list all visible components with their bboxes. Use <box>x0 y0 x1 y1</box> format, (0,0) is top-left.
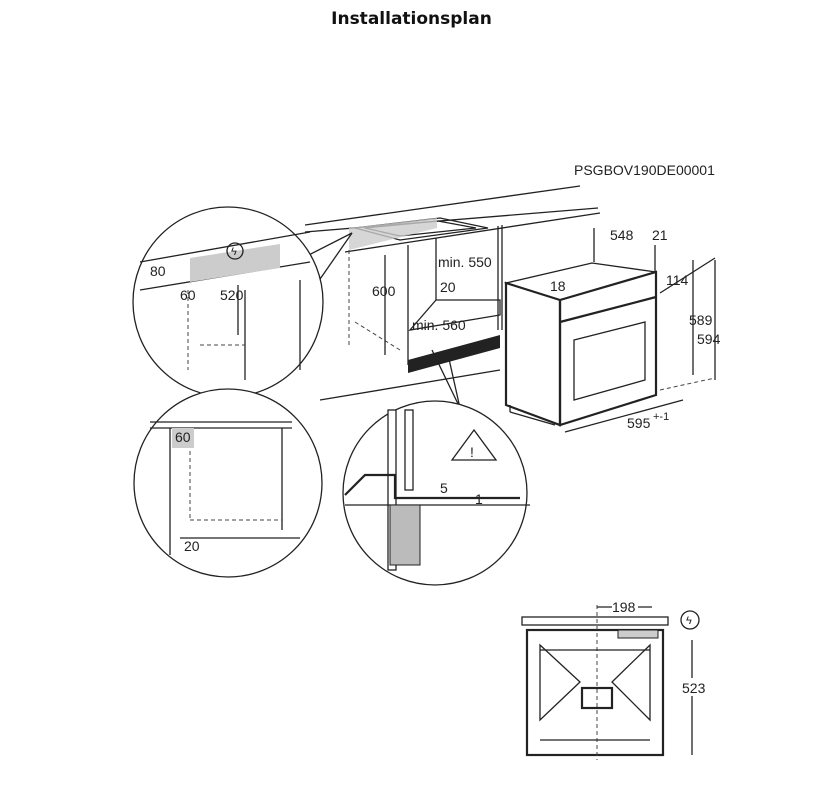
rear-view: ϟ 198 523 <box>521 598 710 760</box>
cabinet: 600 min. 550 20 min. 560 <box>348 225 503 373</box>
dim-198: 198 <box>612 599 636 615</box>
dim-60-bottom: 60 <box>175 429 191 445</box>
dim-60: 60 <box>180 287 196 303</box>
dim-114: 114 <box>666 272 689 288</box>
dim-min-560: min. 560 <box>412 317 466 333</box>
dim-min-550: min. 550 <box>438 254 492 270</box>
dim-589: 589 <box>689 312 713 328</box>
dim-595-tolerance: +-1 <box>653 411 669 423</box>
dim-5: 5 <box>440 480 448 496</box>
dim-594: 594 <box>697 331 721 347</box>
dim-523: 523 <box>682 680 706 696</box>
dim-20: 20 <box>440 279 456 295</box>
detail-bottom-mid: ! 5 1 <box>342 400 530 586</box>
dim-548: 548 <box>610 227 634 243</box>
dim-80: 80 <box>150 263 166 279</box>
page-title: Installationsplan <box>331 9 492 29</box>
dim-21: 21 <box>652 227 668 243</box>
rear-electrical-icon: ϟ <box>686 615 692 627</box>
hob <box>349 217 489 250</box>
dim-595: 595 <box>627 415 651 431</box>
detail-bottom-left: 60 20 <box>133 388 323 578</box>
dim-1: 1 <box>475 491 483 507</box>
dim-20-bottom: 20 <box>184 538 200 554</box>
dim-18: 18 <box>550 278 566 294</box>
detail-top-left: ϟ 80 60 520 <box>132 206 324 398</box>
dim-520: 520 <box>220 287 244 303</box>
oven: 548 21 18 114 589 594 595 +-1 <box>503 227 721 433</box>
dim-600: 600 <box>372 283 396 299</box>
diagram-code: PSGBOV190DE00001 <box>574 162 715 178</box>
electrical-connection-icon: ϟ <box>231 246 237 258</box>
warning-icon: ! <box>470 444 474 460</box>
